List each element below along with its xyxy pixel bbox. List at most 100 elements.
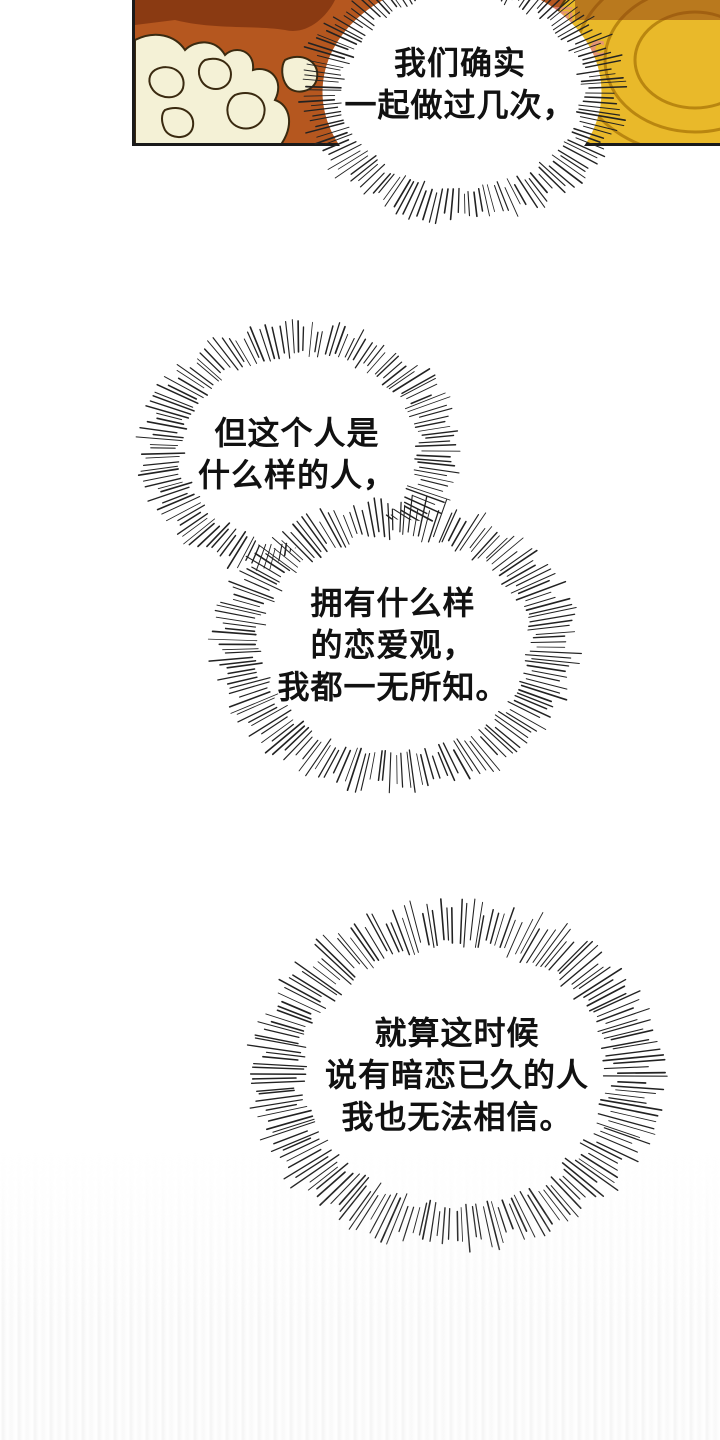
burst-speed-line <box>273 1130 308 1145</box>
burst-speed-line <box>376 355 399 377</box>
burst-speed-line <box>528 177 548 202</box>
burst-speed-line <box>498 710 532 733</box>
burst-speed-line <box>152 395 195 412</box>
burst-speed-line <box>575 137 605 150</box>
burst-speed-line <box>515 918 534 955</box>
burst-speed-line <box>596 999 640 1018</box>
burst-speed-line <box>526 929 549 964</box>
burst-speed-line <box>413 415 449 425</box>
burst-speed-line <box>246 331 260 358</box>
burst-speed-line <box>264 720 305 754</box>
burst-speed-line <box>477 187 484 212</box>
burst-speed-line <box>261 716 288 735</box>
burst-speed-line <box>314 943 354 981</box>
burst-speed-line <box>438 512 453 543</box>
burst-speed-line <box>519 928 541 964</box>
burst-speed-line <box>526 664 566 673</box>
burst-speed-line <box>501 1199 514 1230</box>
burst-speed-line <box>295 1156 329 1178</box>
burst-speed-line <box>529 172 548 194</box>
burst-speed-line <box>273 547 299 568</box>
bubble-3-line-3: 我都一无所知。 <box>277 668 509 706</box>
burst-speed-line <box>228 681 270 695</box>
burst-speed-line <box>380 1197 402 1243</box>
burst-speed-line <box>441 1207 446 1245</box>
burst-speed-line <box>505 712 538 732</box>
burst-speed-line <box>416 753 424 785</box>
burst-speed-line <box>582 1139 623 1160</box>
burst-speed-line <box>324 133 353 145</box>
burst-speed-line <box>343 514 353 538</box>
burst-speed-line <box>538 166 566 194</box>
burst-speed-line <box>403 905 419 953</box>
burst-speed-line <box>525 597 571 612</box>
burst-speed-line <box>322 139 350 152</box>
burst-speed-line <box>612 1040 658 1050</box>
burst-speed-line <box>295 736 313 756</box>
burst-speed-line <box>464 740 487 771</box>
burst-speed-line <box>367 501 376 538</box>
burst-speed-line <box>418 1202 428 1236</box>
burst-speed-line <box>574 1159 619 1191</box>
burst-speed-line <box>279 1138 320 1158</box>
burst-speed-line <box>588 992 627 1012</box>
burst-speed-line <box>552 160 583 184</box>
bubble-3-line-1: 拥有什么样 <box>310 584 476 622</box>
burst-speed-line <box>373 497 380 533</box>
burst-speed-line <box>406 383 438 400</box>
burst-speed-line <box>520 684 568 701</box>
burst-speed-line <box>404 392 446 410</box>
burst-speed-line <box>402 917 416 955</box>
burst-speed-line <box>287 1148 322 1169</box>
burst-speed-line <box>261 719 294 744</box>
burst-speed-line <box>413 469 448 477</box>
burst-speed-line <box>381 749 387 781</box>
burst-speed-line <box>222 622 257 628</box>
burst-speed-line <box>406 751 412 788</box>
burst-speed-line <box>412 509 419 537</box>
burst-speed-line <box>600 1098 663 1111</box>
burst-speed-line <box>471 531 498 561</box>
burst-speed-line <box>314 331 319 353</box>
burst-speed-line <box>456 1210 459 1242</box>
burst-speed-line <box>431 755 441 779</box>
burst-speed-line <box>372 173 392 194</box>
burst-speed-line <box>489 912 500 944</box>
burst-speed-line <box>496 181 510 211</box>
burst-speed-line <box>421 510 431 543</box>
burst-speed-line <box>344 747 358 782</box>
burst-speed-line <box>369 1194 391 1234</box>
burst-speed-line <box>551 154 586 179</box>
burst-speed-line <box>167 384 198 400</box>
burst-speed-line <box>490 1201 504 1244</box>
burst-speed-line <box>401 374 436 395</box>
burst-speed-line <box>523 672 561 682</box>
burst-speed-line <box>286 1139 329 1162</box>
burst-speed-line <box>294 961 342 996</box>
burst-speed-line <box>374 352 397 375</box>
burst-speed-line <box>364 926 385 959</box>
burst-speed-line <box>407 494 413 533</box>
burst-speed-line <box>177 377 208 396</box>
burst-speed-line <box>301 970 338 996</box>
burst-speed-line <box>235 340 251 367</box>
burst-speed-line <box>400 377 436 398</box>
burst-speed-line <box>393 179 412 208</box>
burst-speed-line <box>284 726 310 751</box>
burst-speed-line <box>216 528 237 553</box>
burst-speed-line <box>239 570 283 592</box>
burst-speed-line <box>270 1131 319 1153</box>
burst-speed-line <box>557 15 595 38</box>
burst-speed-line <box>580 80 627 85</box>
burst-speed-line <box>263 1028 300 1039</box>
burst-speed-line <box>264 324 276 360</box>
burst-speed-line <box>414 420 446 428</box>
burst-speed-line <box>506 178 521 205</box>
bubble-1-line-2: 一起做过几次， <box>344 86 576 124</box>
burst-speed-line <box>349 1191 372 1221</box>
burst-speed-line <box>447 517 461 542</box>
burst-speed-line <box>292 974 336 1002</box>
burst-speed-line <box>271 725 306 756</box>
burst-speed-line <box>562 145 598 165</box>
